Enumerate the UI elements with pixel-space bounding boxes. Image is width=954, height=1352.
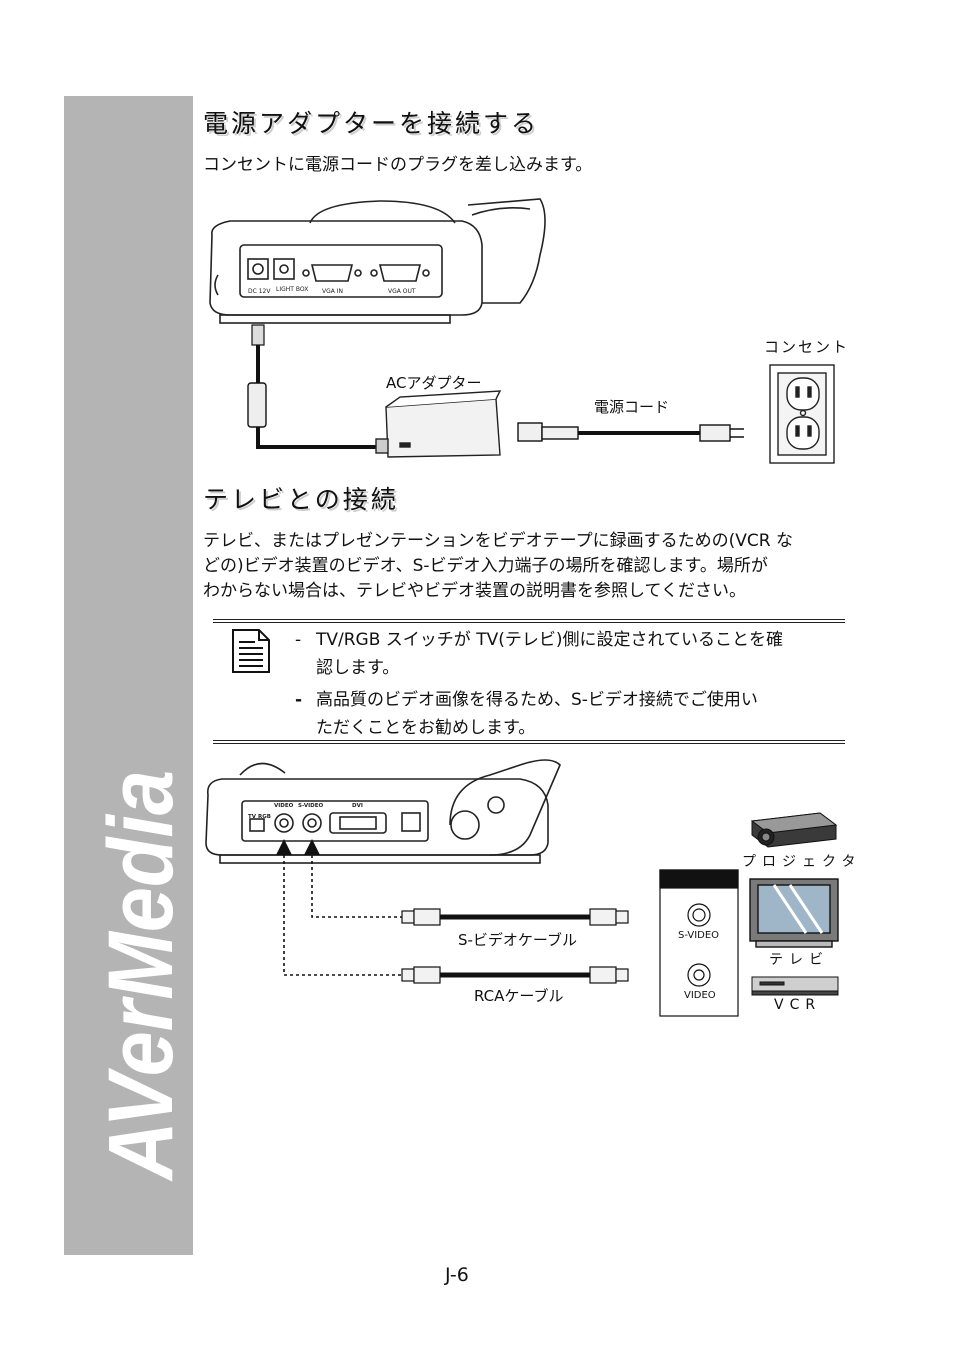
- power-connection-diagram: DC 12V LIGHT BOX VGA IN VGA OUT: [209, 198, 835, 464]
- section-body-power: コンセントに電源コードのプラグを差し込みます。: [203, 155, 593, 175]
- label-s-video-cable: S-ビデオケーブル: [458, 931, 578, 949]
- label-input: 入力: [466, 870, 506, 886]
- label-vcr: VCR: [774, 997, 822, 1013]
- port-label-dvi: DVI: [352, 803, 363, 809]
- note-bottom-rule: [213, 740, 845, 744]
- note-2-line2: ただくことをお勧めします。: [316, 718, 536, 738]
- label-video-port: VIDEO: [684, 990, 716, 1001]
- label-s-video-port: S-VIDEO: [678, 930, 720, 941]
- note-item-2: - 高品質のビデオ画像を得るため、S-ビデオ接続でご使用い ただくことをお勧めし…: [295, 686, 840, 742]
- note-dash-1: -: [295, 630, 302, 650]
- port-label-rgb: RGB: [258, 814, 271, 820]
- section-title-power: 電源アダプターを接続する: [203, 109, 540, 138]
- rca-cable: [401, 966, 629, 984]
- input-panel: [659, 869, 739, 1017]
- port-label-s-video: S-VIDEO: [298, 803, 323, 809]
- port-label-vga-out: VGA OUT: [388, 288, 416, 295]
- note-item-1: - TV/RGB スイッチが TV(テレビ)側に設定されていることを確 認します…: [295, 626, 840, 682]
- section-body-tv-line3: わからない場合は、テレビやビデオ装置の説明書を参照してください。: [203, 581, 746, 601]
- label-projector: プロジェクタ: [742, 854, 862, 870]
- page-number: J-6: [445, 1264, 469, 1286]
- label-tv: テレビ: [769, 952, 829, 968]
- port-label-tv: TV: [248, 814, 257, 820]
- ac-adapter-icon: [375, 390, 502, 458]
- section-body-tv-line1: テレビ、またはプレゼンテーションをビデオテープに録画するための(VCR な: [203, 531, 793, 551]
- section-title-tv: テレビとの接続: [203, 485, 399, 514]
- connection-dotted-lines: [283, 855, 402, 976]
- label-ac-adapter: ACアダプター: [386, 374, 482, 392]
- s-video-cable: [401, 908, 629, 926]
- port-label-lightbox: LIGHT BOX: [276, 286, 308, 293]
- label-power-cord: 電源コード: [594, 398, 670, 416]
- brand-logo-text: AVerMedia: [90, 770, 192, 1182]
- tv-device-port-labels: TV RGB VIDEO S-VIDEO DVI: [248, 803, 363, 820]
- port-label-video: VIDEO: [274, 803, 294, 809]
- label-rca-cable: RCAケーブル: [474, 987, 564, 1005]
- label-outlet: コンセント: [764, 338, 850, 356]
- dc-cable: [247, 324, 380, 449]
- avermedia-logo: AVerMedia: [90, 770, 192, 1182]
- sidebar-band: [64, 96, 193, 1255]
- power-cord: [517, 422, 744, 442]
- presenter-device-rear: [209, 198, 546, 324]
- section-body-tv-line2: どの)ビデオ装置のビデオ、S-ビデオ入力端子の場所を確認します。場所が: [203, 556, 768, 576]
- input-arrows: [276, 839, 320, 855]
- note-1-line2: 認します。: [316, 658, 400, 678]
- note-dash-2: -: [295, 690, 303, 710]
- tv-connection-diagram: TV RGB VIDEO S-VIDEO DVI: [205, 759, 839, 1017]
- projector-icon: [750, 812, 838, 848]
- tv-icon: [749, 878, 839, 948]
- port-label-vga-in: VGA IN: [322, 288, 343, 295]
- port-label-dc: DC 12V: [248, 288, 271, 295]
- device-port-labels: DC 12V LIGHT BOX VGA IN VGA OUT: [248, 286, 416, 295]
- vcr-icon: [751, 976, 839, 996]
- outlet-icon: [769, 364, 835, 464]
- note-top-rule: [213, 619, 845, 623]
- note-2-line1: 高品質のビデオ画像を得るため、S-ビデオ接続でご使用い: [316, 690, 758, 710]
- note-1-line1: TV/RGB スイッチが TV(テレビ)側に設定されていることを確: [316, 630, 783, 650]
- presenter-device-side: [205, 759, 561, 864]
- note-document-icon: [232, 629, 270, 673]
